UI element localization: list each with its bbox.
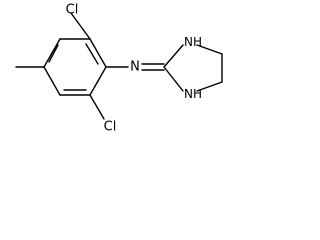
bond-c2-n1: [163, 44, 184, 68]
bond-c4-c5: [43, 66, 61, 96]
aromatic-bond-inner-2: [48, 44, 59, 63]
bond-c6-cl-bottom: [89, 94, 105, 120]
atom-nh-top: NH: [184, 35, 202, 49]
aromatic-bond-inner-1: [85, 43, 99, 65]
molecule-svg: Cl Cl N NH NH: [15, 3, 223, 135]
bond-c4-n3: [196, 81, 223, 92]
bond-c6-c1: [89, 66, 107, 96]
atom-n-imine: N: [130, 60, 140, 75]
bond-c1-c2: [89, 38, 107, 68]
bond-c2-n3: [163, 66, 184, 92]
atom-cl-top: Cl: [66, 3, 79, 18]
structure-diagram: Cl Cl N NH NH: [0, 0, 243, 137]
atom-cl-bottom: Cl: [104, 120, 117, 135]
bond-n1-c5: [196, 44, 223, 55]
bond-c2-cl-top: [70, 12, 91, 40]
bond-c3-c4: [43, 38, 61, 68]
atom-nh-bottom: NH: [184, 87, 202, 101]
